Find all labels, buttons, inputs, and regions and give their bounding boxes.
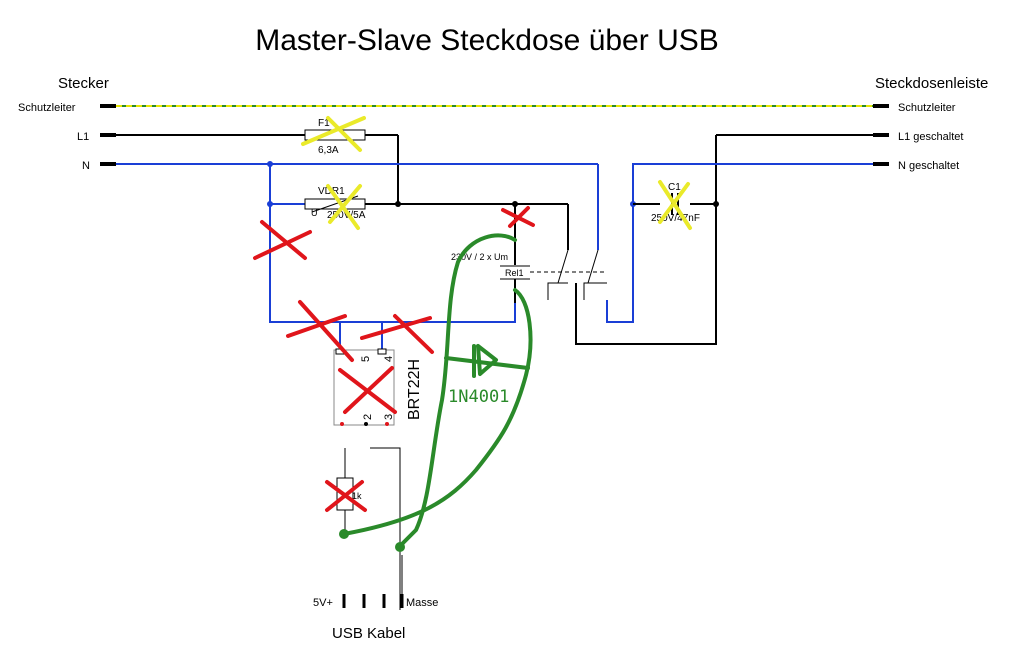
left-terminal-schutzleiter: Schutzleiter [18,102,76,114]
cross-opto-b [343,366,394,414]
relay-contacts [530,249,607,300]
fuse-f1-value: 6,3A [318,145,339,156]
cross-relay-b [508,206,530,228]
cross-fuse-a [326,116,362,152]
optocoupler-name: BRT22H [406,359,423,420]
n-wire [116,163,873,350]
fuse-f1-name: F1 [318,118,330,129]
optocoupler-pin-4: 4 [383,356,395,362]
handdrawn-node-usb [339,529,349,539]
cross-n-branch-b [253,230,312,260]
diode-label: 1N4001 [448,387,509,407]
optocoupler-pin2-dot [364,422,368,426]
junction-l1-cap [713,201,719,207]
right-terminal-schutzleiter: Schutzleiter [898,102,956,114]
optocoupler-pin3-dot [385,422,389,426]
usb-ground-label: Masse [406,597,438,609]
junction-n-left [267,161,273,167]
right-terminal-n: N geschaltet [898,160,959,172]
junction-l1-relay [512,201,518,207]
cross-vdr-b [328,184,362,224]
cross-resistor-b [325,480,364,512]
usb-5v-label: 5V+ [313,597,333,609]
usb-pins [342,594,404,608]
red-crosses [253,206,535,512]
cross-cap-b [658,182,690,224]
left-header: Stecker [58,75,109,92]
optocoupler-pin-2: 2 [362,414,374,420]
junction-l1-vdr [395,201,401,207]
cross-pin5-a [298,300,354,362]
vdr1-u: U [311,208,318,218]
l1-wire [116,134,873,345]
capacitor-c1-value: 250V/47nF [651,213,700,224]
diagram-title: Master-Slave Steckdose über USB [255,24,719,57]
left-terminal-l1: L1 [77,131,89,143]
right-header: Steckdosenleiste [875,75,988,92]
handdrawn-wiring [342,233,533,548]
yellow-crosses [301,116,692,230]
left-terminal-stubs [100,104,116,166]
cross-pin4-a [360,316,432,340]
relay-name: Rel1 [505,268,524,278]
usb-cable-label: USB Kabel [332,625,405,642]
optocoupler-pin-5: 5 [360,356,372,362]
optocoupler-pin1-dot [340,422,344,426]
right-terminal-stubs [873,104,889,166]
relay-voltage: 230V / 2 x Um [451,252,508,262]
diode-1n4001 [472,344,498,378]
handdrawn-node-gnd [395,542,405,552]
cross-n-branch-a [260,220,307,260]
junction-n-vdr [267,201,273,207]
cross-pin4-b [393,314,434,354]
cross-pin5-b [286,314,347,338]
right-terminal-l1: L1 geschaltet [898,131,963,143]
vdr1-value: 250V/5A [327,210,366,221]
left-terminal-n: N [82,160,90,172]
capacitor-c1-name: C1 [668,182,681,193]
optocoupler-pin-3: 3 [383,414,395,420]
cross-fuse-b [301,116,366,146]
resistor-value: 1k [352,491,362,501]
